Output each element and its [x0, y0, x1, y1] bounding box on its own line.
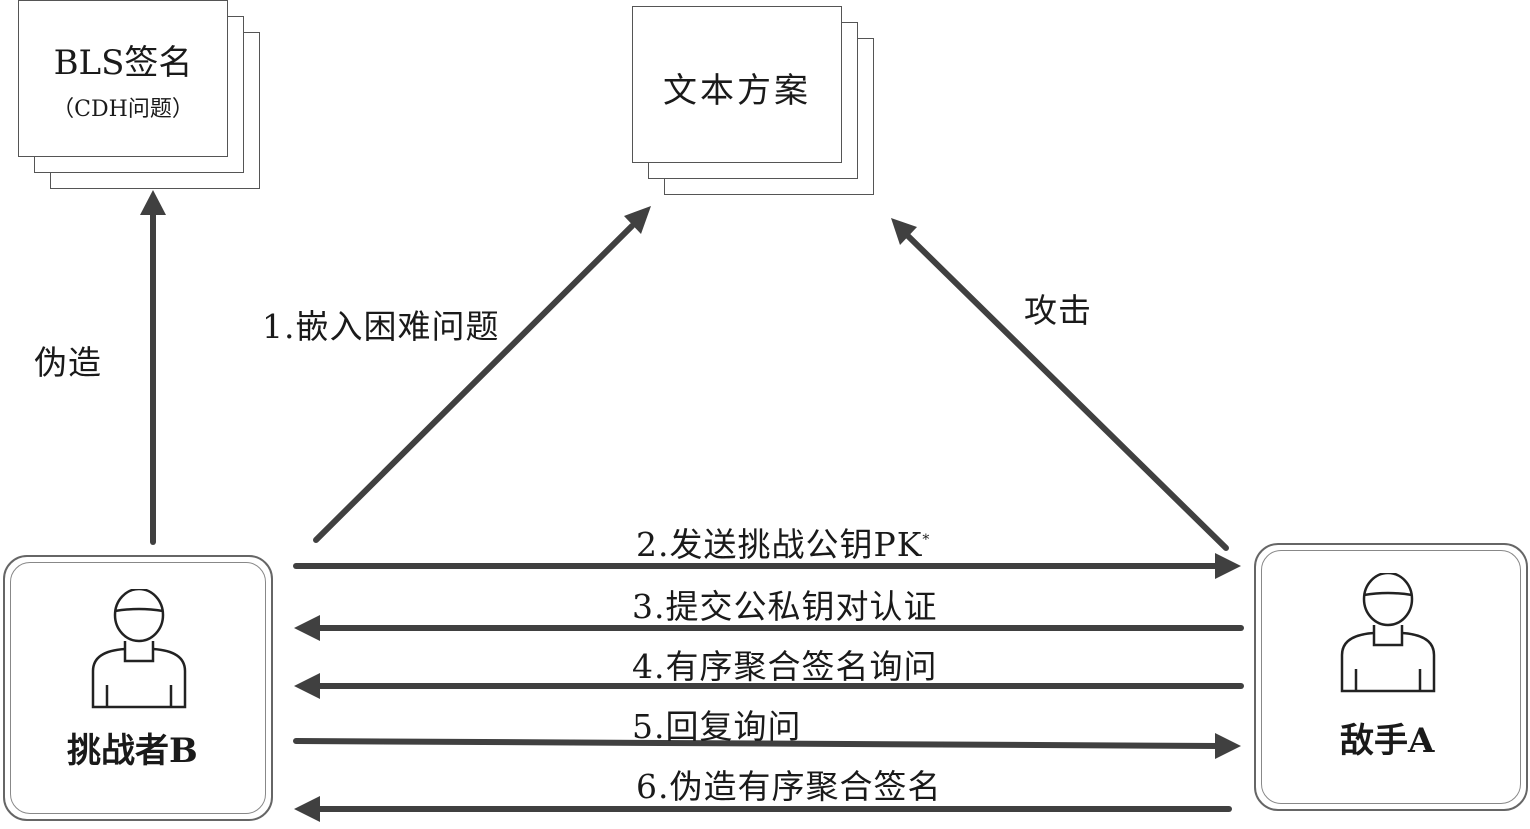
msg-3-label: 3.提交公私钥对认证 — [632, 587, 938, 626]
embed-arrowhead — [624, 206, 651, 234]
forge-label: 伪造 — [34, 343, 102, 382]
msg-5-arrowhead — [1215, 733, 1241, 759]
attack-label: 攻击 — [1024, 291, 1092, 330]
text-scheme-title: 文本方案 — [663, 71, 811, 111]
forge-arrowhead — [140, 190, 166, 215]
adversary-name: 敌手A — [1340, 721, 1435, 761]
challenger-box-inner — [10, 562, 266, 814]
doc-sheet-front: BLS签名 （CDH问题） — [18, 0, 228, 157]
challenger-name: 挑战者B — [67, 731, 198, 771]
msg-4-label: 4.有序聚合签名询问 — [632, 647, 938, 686]
msg-2-label: 2.发送挑战公钥PK* — [636, 518, 930, 566]
person-icon — [91, 589, 187, 709]
msg-2-text: 2.发送挑战公钥PK — [636, 525, 923, 564]
person-icon — [1340, 573, 1436, 693]
attack-arrow — [905, 233, 1229, 551]
embed-label: 1.嵌入困难问题 — [262, 307, 500, 346]
msg-5-arrow — [293, 738, 1221, 749]
msg-4-arrowhead — [294, 673, 320, 699]
msg-3-arrowhead — [294, 615, 320, 641]
challenger-box: 挑战者B — [3, 555, 273, 821]
embed-arrow — [313, 223, 635, 543]
text-scheme-doc: 文本方案 — [632, 6, 882, 201]
msg-2-sup: * — [922, 532, 931, 548]
adversary-box-inner — [1261, 550, 1521, 804]
bls-doc-subtitle: （CDH问题） — [52, 97, 194, 122]
bls-signature-doc: BLS签名 （CDH问题） — [18, 0, 263, 195]
msg-6-label: 6.伪造有序聚合签名 — [636, 767, 942, 806]
adversary-box: 敌手A — [1254, 543, 1528, 811]
doc-sheet-front: 文本方案 — [632, 6, 842, 163]
msg-2-arrowhead — [1215, 553, 1241, 579]
msg-5-label: 5.回复询问 — [632, 707, 802, 746]
msg-6-arrowhead — [294, 796, 320, 822]
attack-arrowhead — [891, 218, 917, 245]
bls-doc-title: BLS签名 — [53, 43, 193, 83]
